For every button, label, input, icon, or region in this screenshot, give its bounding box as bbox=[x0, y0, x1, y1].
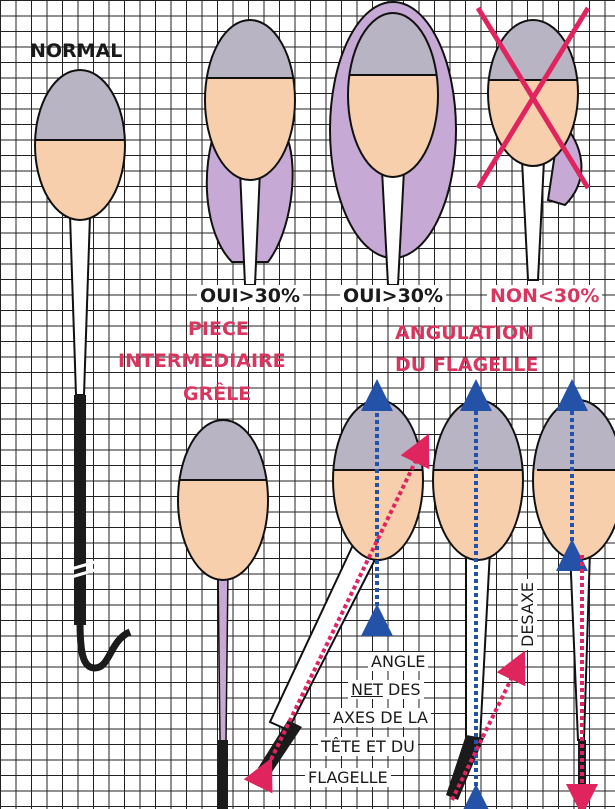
sperm-normal bbox=[30, 65, 130, 668]
label-piece-line1: PIECE bbox=[188, 318, 249, 340]
label-angle-line5: FLAGELLE bbox=[305, 768, 391, 787]
label-angulation-line1: ANGULATION bbox=[395, 322, 534, 344]
sperm-oui-1 bbox=[200, 15, 300, 285]
midpiece bbox=[70, 215, 90, 395]
sperm-grele bbox=[170, 415, 280, 809]
label-angle-net: NET bbox=[351, 680, 383, 699]
midpiece bbox=[270, 530, 385, 730]
midpiece bbox=[522, 160, 544, 280]
label-piece-line3: GRÊLE bbox=[183, 383, 251, 405]
tail bbox=[74, 395, 86, 625]
label-non: NON<30% bbox=[487, 285, 602, 307]
label-oui-1: OUI>30% bbox=[197, 285, 303, 307]
tail bbox=[446, 735, 484, 800]
label-angle-line1: ANGLE bbox=[368, 652, 428, 671]
tail bbox=[218, 740, 228, 809]
label-piece-line2: INTERMEDIAIRE bbox=[118, 350, 286, 372]
midpiece bbox=[240, 170, 260, 285]
midpiece bbox=[382, 170, 404, 285]
thin-midpiece bbox=[218, 570, 228, 742]
sperm-non bbox=[478, 8, 588, 280]
label-angle-des: DES bbox=[388, 680, 421, 699]
tail-axis-arrow bbox=[452, 665, 518, 800]
label-normal: NORMAL bbox=[30, 40, 122, 62]
sperm-oui-2 bbox=[330, 2, 456, 285]
label-angulation-line2: DU FLAGELLE bbox=[395, 354, 538, 376]
tail bbox=[258, 720, 302, 775]
label-angle-line2: NET DES bbox=[348, 680, 424, 699]
label-desaxe: DESAXE bbox=[518, 579, 537, 650]
sperm-desaxe bbox=[528, 395, 615, 809]
label-angle-line4: TÊTE ET DU bbox=[318, 737, 418, 756]
tail-end bbox=[80, 620, 130, 668]
label-angle-line3: AXES DE LA bbox=[330, 708, 431, 727]
label-oui-2: OUI>30% bbox=[340, 285, 446, 307]
